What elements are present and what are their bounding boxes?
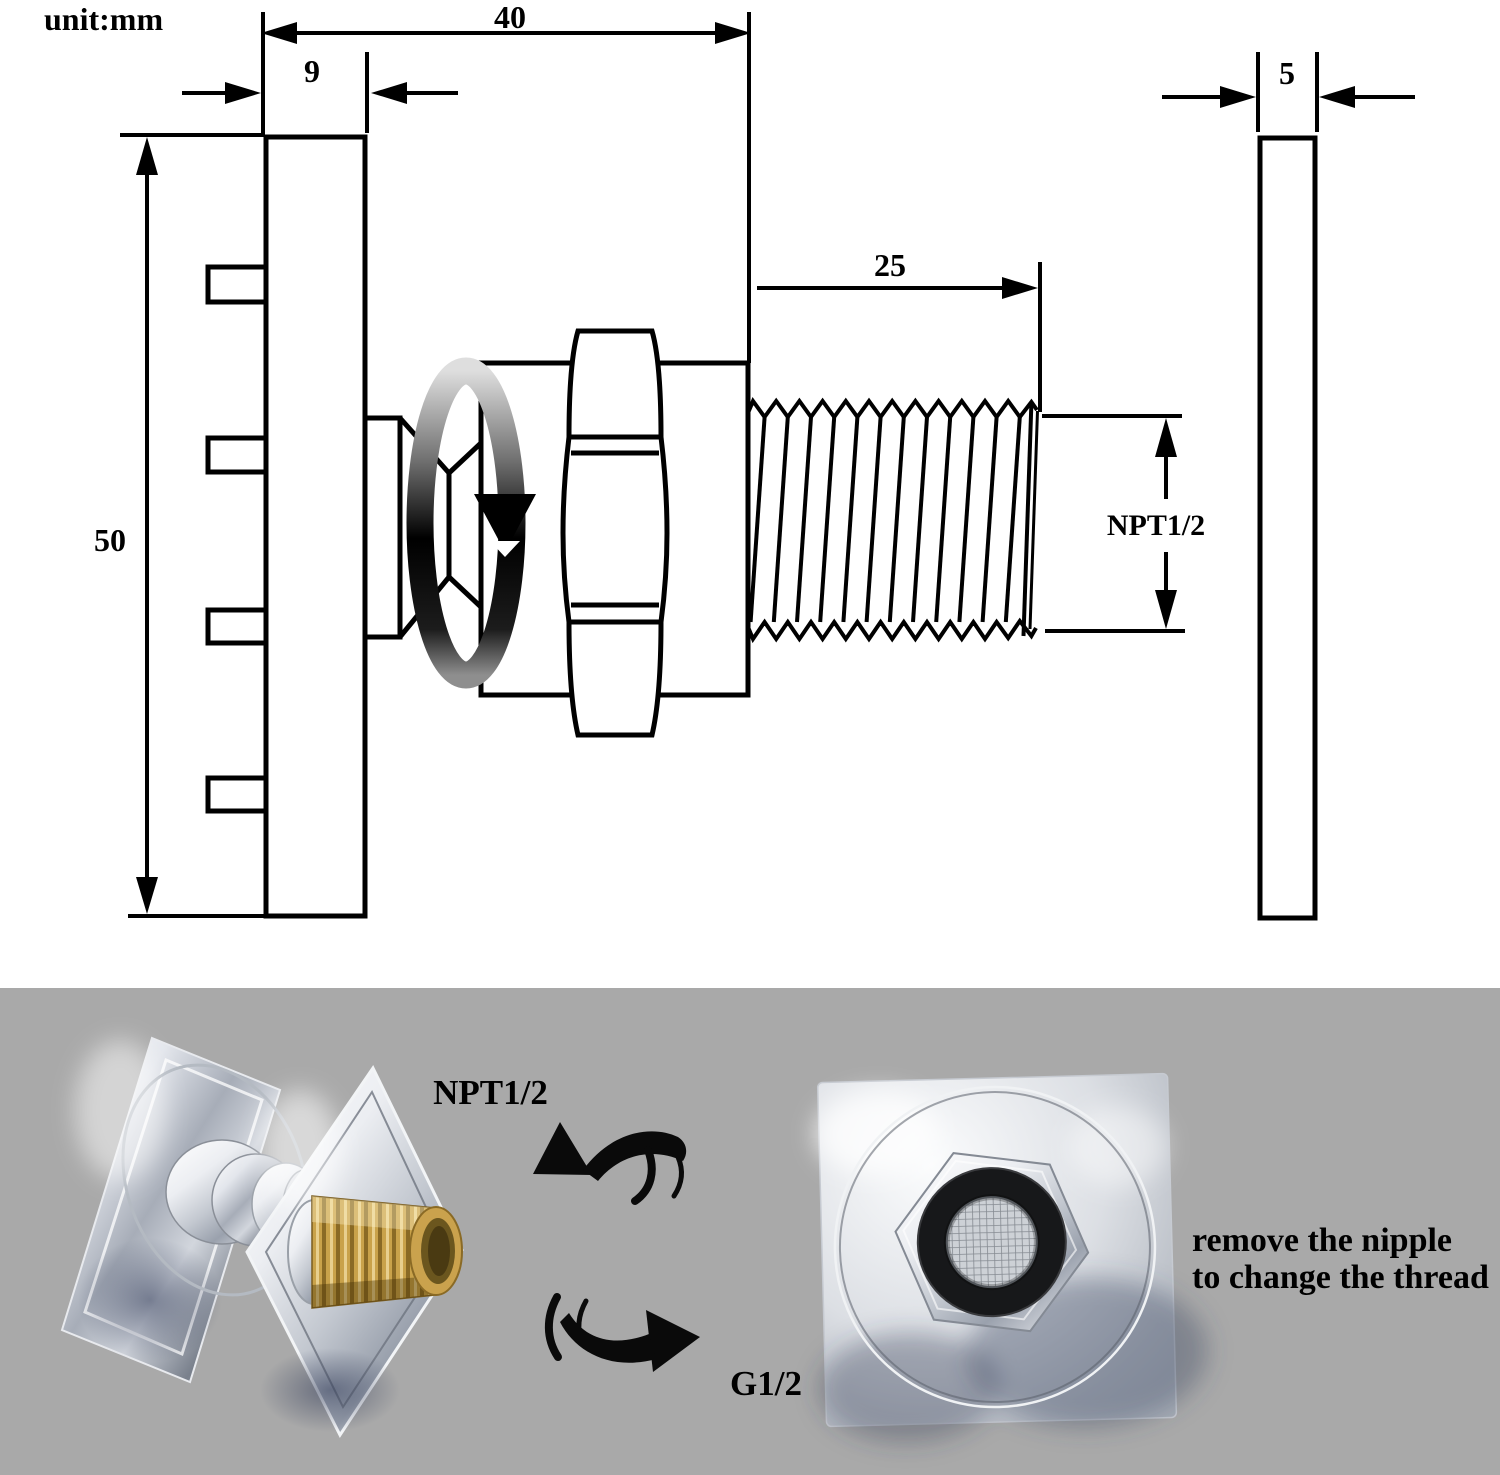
dim-40 (261, 12, 751, 363)
nipple-neck (362, 415, 483, 640)
dim-9-label: 9 (304, 53, 320, 89)
brass-nipple (287, 1195, 463, 1309)
mounting-tabs (205, 264, 266, 814)
left-product-photo (60, 1036, 464, 1438)
thread-drawing (746, 396, 1039, 644)
instruction-note: remove the nipple to change the thread (1192, 1222, 1489, 1296)
photo-npt-label: NPT1/2 (433, 1073, 548, 1112)
mesh-screen (945, 1196, 1038, 1289)
dim-40-label: 40 (494, 0, 526, 35)
dim-50 (120, 133, 290, 918)
unit-label: unit:mm (44, 1, 164, 37)
dim-50-label: 50 (94, 522, 126, 558)
round-cover-groove (833, 1085, 1157, 1409)
dim-npt-label: NPT1/2 (1106, 509, 1206, 542)
dim-5 (1162, 52, 1415, 132)
curved-arrow-cw-icon (544, 1293, 700, 1372)
dim-25 (757, 262, 1042, 412)
right-product-photo (814, 1072, 1208, 1443)
dim-9 (182, 52, 458, 133)
photo-g12-label: G1/2 (730, 1364, 802, 1403)
rotation-arrow-icon (406, 357, 536, 689)
dim-npt (1042, 414, 1185, 633)
instruction-note-line2: to change the thread (1192, 1259, 1489, 1296)
curved-arrow-ccw-icon (533, 1122, 687, 1205)
dim-25-label: 25 (874, 247, 906, 283)
side-plate-view (1257, 135, 1318, 921)
hex-nut-drawing (560, 328, 670, 738)
dim-5-label: 5 (1279, 55, 1295, 91)
union-body-right (655, 360, 751, 698)
flange-front-view (205, 134, 368, 919)
technical-drawing (120, 12, 1415, 921)
instruction-note-line1: remove the nipple (1192, 1222, 1453, 1259)
